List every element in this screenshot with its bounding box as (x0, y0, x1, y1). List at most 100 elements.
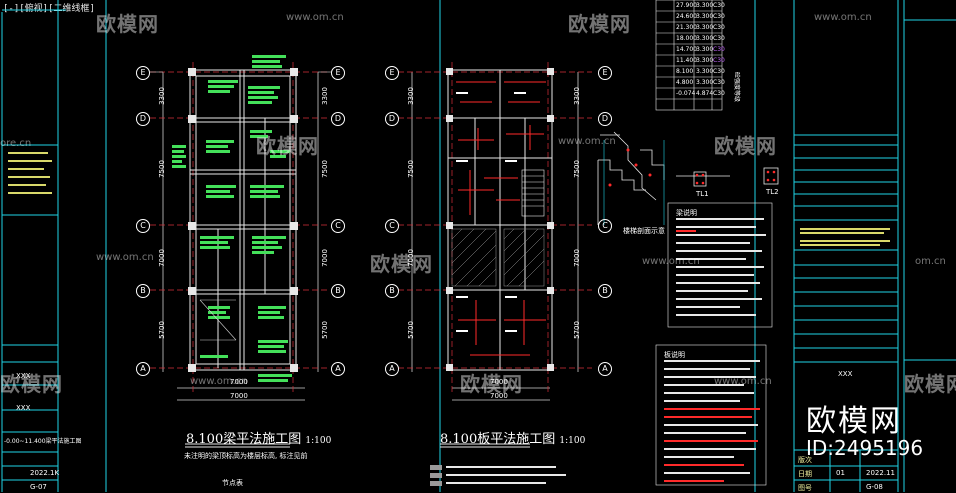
level-table-cell: 3.300 (696, 79, 714, 86)
grid-label-c-right-r: C (598, 219, 612, 233)
watermark-url: www.om.cn (190, 376, 248, 387)
notes-frame (655, 202, 773, 486)
grid-label-d-right: D (385, 112, 399, 126)
grid-label-e-left-r: E (331, 66, 345, 80)
watermark-url: www.om.cn (814, 12, 872, 23)
watermark-logo: 欧模网 (0, 372, 63, 396)
watermark-url: om.cn (915, 256, 946, 267)
tb-right-sheet: G-08 (866, 483, 883, 491)
level-table-cell: 11.400 (676, 57, 697, 64)
watermark-logo: 欧模网 (904, 372, 956, 396)
grid-label-b-left: B (136, 284, 150, 298)
section-caption: 楼梯剖面示意 (623, 227, 665, 235)
level-table-cell: 3.300 (696, 46, 714, 53)
plan-legend (430, 465, 566, 486)
tb-left-levels: -0.00~11.400梁平法施工图 (4, 438, 82, 445)
dim-7500-left-r: 7500 (320, 160, 329, 178)
dim-7000-right-h1: 7000 (490, 378, 508, 386)
level-table-cell: C30 (713, 2, 725, 9)
level-table-cell: 3.300 (696, 2, 714, 9)
watermark-logo: 欧模网 (256, 134, 319, 158)
grid-label-a-right: A (385, 362, 399, 376)
level-table-header: 砼强度等级 (733, 72, 740, 103)
tb-left-date: 2022.1K (30, 469, 60, 477)
level-table-cell: C30 (713, 35, 725, 42)
grid-label-b-right-r: B (598, 284, 612, 298)
tb-right-date: 2022.11 (866, 469, 895, 477)
dim-7000-left-h2: 7000 (230, 392, 248, 400)
notes-lines (664, 218, 766, 482)
dim-5700-left-r: 5700 (320, 321, 329, 339)
brand-logo: 欧模网 (806, 404, 902, 439)
grid-label-c-left-r: C (331, 219, 345, 233)
level-table-cell: 8.100 (676, 68, 694, 75)
watermark-url: www.om.cn (642, 256, 700, 267)
tb-left-sheet: G-07 (30, 483, 47, 491)
watermark-logo: 欧模网 (460, 372, 523, 396)
dim-7500-left: 7500 (157, 160, 166, 178)
level-table-cell: 14.700 (676, 46, 697, 53)
left-drawing-sub: 节点表 (222, 479, 243, 487)
level-table-cell: C30 (713, 90, 725, 97)
notes-title-slab: 板说明 (664, 351, 685, 359)
watermark-url: www.om.cn (96, 252, 154, 263)
node-details (676, 167, 779, 187)
watermark-url: www.om.cn (558, 136, 616, 147)
grid-label-d-left-r: D (331, 112, 345, 126)
viewport-label[interactable]: [-][俯视][二维线框] (3, 4, 95, 14)
dim-5700-right-r: 5700 (572, 321, 581, 339)
watermark-url: www.om.cn (286, 12, 344, 23)
tb-right-label-date: 日期 (798, 470, 812, 478)
tb-right-label-sheet: 图号 (798, 484, 812, 492)
dim-3300-left: 3300 (157, 87, 166, 105)
level-table-cell: C30 (713, 13, 725, 20)
dim-5700-right: 5700 (406, 321, 415, 339)
node-tl1: TL1 (696, 190, 709, 198)
watermark-logo: 欧模网 (568, 12, 631, 36)
dim-7000-right-h2: 7000 (490, 392, 508, 400)
grid-label-e-right: E (385, 66, 399, 80)
level-table-cell: -0.074 (676, 90, 696, 97)
dim-3300-right: 3300 (406, 87, 415, 105)
level-table-frame (655, 0, 723, 111)
left-drawing-note: 未注明的梁顶标高为楼层标高, 标注见前 (184, 452, 308, 460)
grid-label-a-right-r: A (598, 362, 612, 376)
dim-7000-left-h1: 7000 (230, 378, 248, 386)
tb-left-xxx2: XXX (16, 404, 31, 412)
watermark-url: ore.cn (0, 138, 32, 149)
left-plan (150, 55, 332, 401)
grid-label-a-left-r: A (331, 362, 345, 376)
right-drawing-title: 8.100板平法施工图 1:100 (440, 432, 586, 447)
level-table-cell: 24.600 (676, 13, 697, 20)
level-table-cell: C30 (713, 57, 725, 64)
level-table-cell: 3.300 (696, 24, 714, 31)
dim-3300-right-r: 3300 (572, 87, 581, 105)
level-table-cell: 3.300 (696, 68, 714, 75)
level-table-cell: 4.800 (676, 79, 694, 86)
watermark-logo: 欧模网 (96, 12, 159, 36)
tb-left-xxx1: XXX (16, 372, 31, 380)
tb-right-ver: 01 (836, 469, 845, 477)
level-table-cell: 18.000 (676, 35, 697, 42)
grid-label-d-left: D (136, 112, 150, 126)
grid-label-d-right-r: D (598, 112, 612, 126)
grid-label-b-left-r: B (331, 284, 345, 298)
dim-7000-left: 7000 (157, 249, 166, 267)
dim-7500-right: 7500 (406, 160, 415, 178)
grid-label-e-right-r: E (598, 66, 612, 80)
level-table-cell: C30 (713, 46, 725, 53)
level-table-cell: 21.300 (676, 24, 697, 31)
model-id: ID:2495196 (806, 436, 924, 460)
watermark-url: www.om.cn (714, 376, 772, 387)
notes-title-beam: 梁说明 (676, 209, 697, 217)
tb-right-label-ver: 版次 (798, 456, 812, 464)
level-table-cell: 27.900 (676, 2, 697, 9)
level-table-cell: C30 (713, 79, 725, 86)
dim-3300-left-r: 3300 (320, 87, 329, 105)
watermark-logo: 欧模网 (714, 134, 777, 158)
grid-label-e-left: E (136, 66, 150, 80)
dim-5700-left: 5700 (157, 321, 166, 339)
level-table-cell: 3.300 (696, 13, 714, 20)
grid-label-b-right: B (385, 284, 399, 298)
